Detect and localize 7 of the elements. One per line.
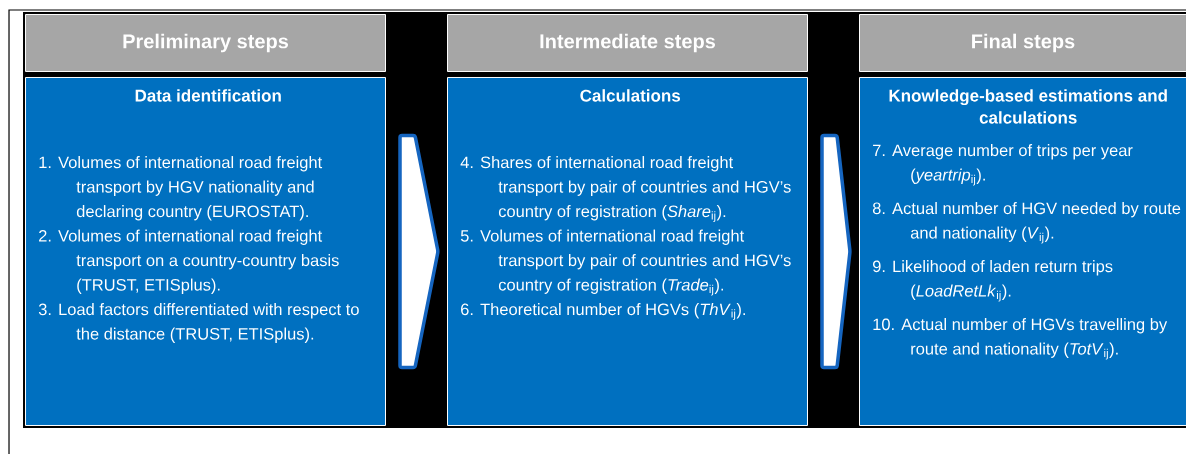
process-box: Calculations 4. Shares of international road freight transport by pair of countries and HGV’s country of registration (Share$_{ij}$). 5. Volumes of international road freight transport by pair of countries and HGV’s country of registration (Trade$_{ij}$). 6. Theoretical number of HGVs (ThV$_{ij}$). (447, 77, 808, 426)
column-header: Preliminary steps (25, 14, 386, 72)
process-box: Knowledge-based estimations and calculations 7. Average number of trips per year (yeartrip$_{ij}$). 8. Actual number of HGV needed by route and nationality (V$_{ij}$). 9. Likelihood of laden return trips (LoadRetLk$_{ij}$). 10. Actual number of HGVs travelling by route and nationality (TotV$_{ij}$). (859, 77, 1186, 426)
column-header: Final steps (859, 14, 1186, 72)
chevron-arrow (398, 133, 440, 370)
column-header: Intermediate steps (447, 14, 808, 72)
process-box: Data identification 1. Volumes of international road freight transport by HGV nationality and declaring country (EUROSTAT). 2. Volumes of international road freight transport on a country-country basis (TRUST, ETISplus). 3. Load factors differentiated with respect to the distance (TRUST, ETISplus). (25, 77, 386, 426)
